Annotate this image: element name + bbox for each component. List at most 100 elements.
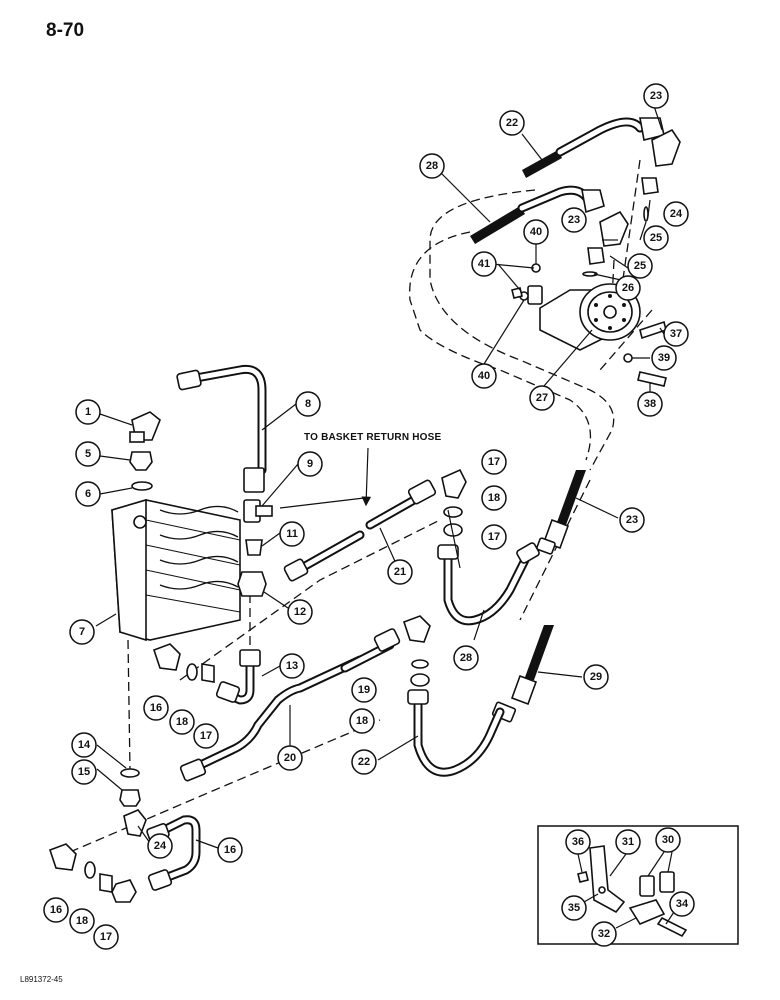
callout-18-middle: 18 — [169, 709, 195, 735]
steel-line-8 — [176, 364, 267, 493]
svg-text:25: 25 — [650, 232, 662, 244]
figure-code: L891372-45 — [20, 975, 63, 984]
nut-lower — [111, 879, 137, 903]
callout-29: 11 — [279, 521, 305, 547]
tube-21 — [407, 689, 505, 777]
callout-17-middle: 17 — [193, 723, 219, 749]
callout-6: 5 — [75, 441, 101, 467]
svg-text:20: 20 — [284, 752, 296, 764]
svg-text:34: 34 — [676, 898, 689, 910]
adapter-24-mid — [587, 247, 605, 265]
svg-text:26: 26 — [622, 282, 634, 294]
leader-lines — [95, 105, 665, 849]
seal-18-upper — [443, 506, 463, 518]
callout-5: 6 — [75, 481, 101, 507]
svg-text:1: 1 — [85, 406, 91, 418]
svg-text:21: 21 — [394, 566, 406, 578]
elbow-fitting-16-upper — [441, 468, 467, 499]
svg-text:40: 40 — [530, 226, 542, 238]
svg-text:24: 24 — [670, 208, 683, 220]
svg-text:39: 39 — [658, 352, 670, 364]
page-number: 8-70 — [46, 20, 85, 41]
callout-32: 32 — [591, 921, 617, 947]
tube-19 — [179, 628, 401, 782]
nut-17-middle — [201, 663, 215, 683]
callout-36: 36 — [565, 829, 591, 855]
control-valve-block — [111, 498, 241, 642]
svg-text:22: 22 — [506, 117, 518, 129]
svg-text:41: 41 — [478, 258, 490, 270]
svg-text:9: 9 — [307, 458, 313, 470]
callout-16-middle: 16 — [143, 695, 169, 721]
svg-text:30: 30 — [662, 834, 674, 846]
svg-text:17: 17 — [488, 456, 500, 468]
callout-19: 20 — [277, 745, 303, 771]
svg-text:18: 18 — [76, 915, 88, 927]
svg-text:13: 13 — [286, 660, 298, 672]
callout-16-upper: 17 — [481, 449, 507, 475]
svg-text:15: 15 — [78, 766, 90, 778]
callout-23-lower: 24 — [147, 833, 173, 859]
svg-text:32: 32 — [598, 928, 610, 940]
svg-text:29: 29 — [590, 671, 602, 683]
callout-23-top: 23 — [643, 83, 669, 109]
svg-text:25: 25 — [634, 260, 646, 272]
nut-41 — [511, 287, 523, 299]
callout-39: 39 — [651, 345, 677, 371]
svg-text:37: 37 — [670, 328, 682, 340]
elbow-fitting-23-mid — [599, 210, 629, 247]
tee-fitting-9 — [243, 499, 273, 523]
svg-text:11: 11 — [286, 528, 298, 540]
o-ring-25-top — [643, 206, 649, 222]
svg-text:17: 17 — [100, 931, 112, 943]
svg-text:24: 24 — [154, 840, 167, 852]
callout-41: 41 — [471, 251, 497, 277]
bolt-38 — [637, 371, 667, 387]
callout-37: 37 — [663, 321, 689, 347]
hose-28-upper — [470, 185, 605, 244]
svg-text:22: 22 — [358, 756, 370, 768]
svg-text:28: 28 — [460, 652, 472, 664]
svg-text:18: 18 — [488, 492, 500, 504]
callout-20: 21 — [387, 559, 413, 585]
svg-text:6: 6 — [85, 488, 91, 500]
elbow-fitting-7 — [129, 411, 161, 443]
elbow-fitting-23-top — [651, 128, 681, 167]
seal-18-right — [411, 659, 429, 669]
callout-22-lower: 23 — [619, 507, 645, 533]
callout-24-mid: 25 — [627, 253, 653, 279]
callout-15: 16 — [217, 837, 243, 863]
svg-text:31: 31 — [622, 836, 634, 848]
callout-11: 12 — [287, 599, 313, 625]
inset-leaders — [577, 851, 675, 929]
nut-11 — [237, 571, 267, 597]
nut-17-lower — [99, 873, 113, 893]
adapter-24-top — [641, 177, 659, 195]
hose-28-lower — [491, 625, 554, 723]
svg-text:16: 16 — [150, 702, 162, 714]
svg-text:16: 16 — [50, 904, 62, 916]
seal-18-middle — [186, 663, 198, 681]
svg-text:5: 5 — [85, 448, 91, 460]
callout-14: 15 — [71, 759, 97, 785]
svg-text:28: 28 — [426, 160, 438, 172]
hose-22-upper — [522, 117, 665, 178]
callout-18-upper: 18 — [481, 485, 507, 511]
svg-text:17: 17 — [488, 531, 500, 543]
svg-text:8: 8 — [305, 398, 311, 410]
tube-12 — [215, 649, 261, 705]
o-ring-13 — [120, 768, 140, 778]
callout-18-lower: 18 — [69, 908, 95, 934]
callout-38: 38 — [637, 391, 663, 417]
routing-lines — [69, 159, 653, 853]
callout-35: 35 — [561, 895, 587, 921]
callout-25-mid: 26 — [615, 275, 641, 301]
svg-text:36: 36 — [572, 836, 584, 848]
callout-9: 9 — [297, 451, 323, 477]
callout-18-right: 19 — [351, 677, 377, 703]
callout-23-mid: 23 — [561, 207, 587, 233]
svg-text:19: 19 — [358, 684, 370, 696]
svg-text:14: 14 — [78, 739, 91, 751]
o-ring-5 — [131, 481, 153, 491]
